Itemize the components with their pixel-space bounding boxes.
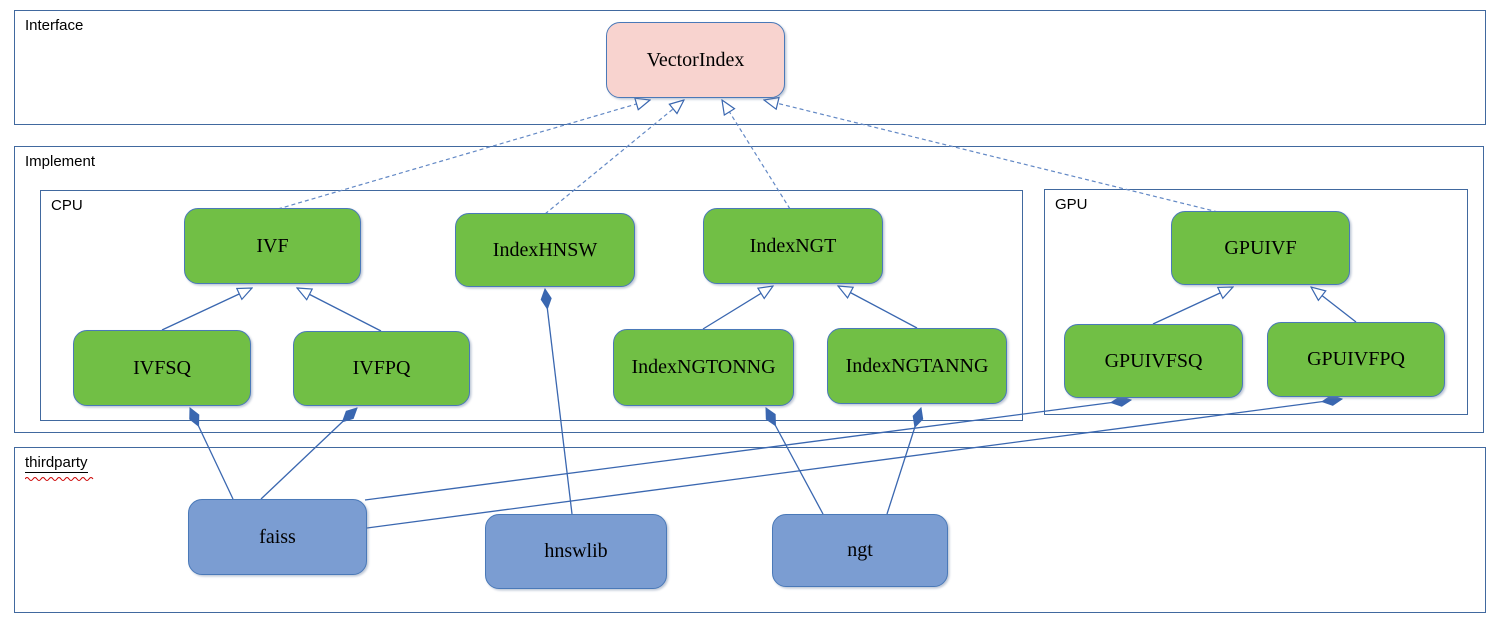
node-hnswlib-label: hnswlib [544, 540, 608, 562]
edge-generalization-gpuivfpq-gpuivf [1311, 287, 1357, 323]
node-ivfpq[interactable]: IVFPQ [293, 331, 470, 406]
edge-composition-faiss-ivfpq [260, 408, 357, 500]
node-faiss-label: faiss [259, 525, 296, 548]
node-gpuivf[interactable]: GPUIVF [1171, 211, 1350, 285]
edge-composition-faiss-gpuivfpq [366, 399, 1342, 529]
container-thirdparty[interactable]: thirdparty [14, 447, 1486, 613]
edge-realization-indexngt-vectorindex [722, 100, 791, 210]
node-ivfsq[interactable]: IVFSQ [73, 330, 251, 406]
edge-generalization-ivfpq-ivf [297, 288, 382, 332]
node-ngt[interactable]: ngt [772, 514, 948, 587]
edge-composition-ngt-indexngtonng [765, 408, 824, 515]
container-gpu-label: GPU [1055, 196, 1088, 213]
node-indexngtanng[interactable]: IndexNGTANNG [827, 328, 1007, 404]
container-gpu[interactable]: GPU [1044, 189, 1468, 415]
spellcheck-squiggle-icon [25, 477, 94, 481]
edge-realization-indexhnsw-vectorindex [544, 100, 684, 215]
container-cpu[interactable]: CPU [40, 190, 1023, 421]
node-indexngtonng-label: IndexNGTONNG [631, 356, 776, 378]
node-gpuivfpq[interactable]: GPUIVFPQ [1267, 322, 1445, 397]
edge-composition-ngt-indexngtanng [886, 408, 921, 515]
node-ngt-label: ngt [847, 539, 873, 561]
edge-generalization-gpuivfsq-gpuivf [1152, 287, 1233, 325]
node-ivf[interactable]: IVF [184, 208, 361, 284]
container-interface[interactable]: Interface [14, 10, 1486, 125]
node-indexngt-label: IndexNGT [749, 234, 837, 257]
container-cpu-label: CPU [51, 197, 83, 214]
node-vectorindex[interactable]: VectorIndex [606, 22, 785, 98]
edge-composition-hnswlib-indexhnsw [545, 289, 573, 515]
container-thirdparty-label: thirdparty [25, 454, 88, 473]
container-implement[interactable]: Implement [14, 146, 1484, 433]
node-indexngtonng[interactable]: IndexNGTONNG [613, 329, 794, 406]
node-ivfpq-label: IVFPQ [352, 357, 411, 379]
edge-generalization-indexngtonng-indexngt [702, 286, 773, 330]
edge-realization-ivf-vectorindex [277, 100, 650, 210]
node-vectorindex-label: VectorIndex [646, 48, 745, 71]
container-implement-label: Implement [25, 153, 96, 170]
edge-realization-gpuivf-vectorindex [764, 100, 1219, 213]
node-indexhnsw-label: IndexHNSW [492, 238, 598, 261]
container-interface-label: Interface [25, 17, 84, 34]
node-ivf-label: IVF [256, 234, 289, 257]
node-hnswlib[interactable]: hnswlib [485, 514, 667, 589]
edge-generalization-ivfsq-ivf [161, 288, 252, 331]
node-gpuivfpq-label: GPUIVFPQ [1307, 348, 1405, 370]
node-gpuivf-label: GPUIVF [1224, 236, 1297, 259]
edge-generalization-indexngtanng-indexngt [838, 286, 918, 329]
node-indexngt[interactable]: IndexNGT [703, 208, 883, 284]
node-indexngtanng-label: IndexNGTANNG [845, 354, 989, 377]
node-gpuivfsq-label: GPUIVFSQ [1104, 349, 1203, 372]
node-gpuivfsq[interactable]: GPUIVFSQ [1064, 324, 1243, 398]
edge-composition-faiss-gpuivfsq [364, 400, 1131, 501]
edge-composition-faiss-ivfsq [190, 408, 234, 500]
node-faiss[interactable]: faiss [188, 499, 367, 575]
node-ivfsq-label: IVFSQ [133, 356, 191, 379]
node-indexhnsw[interactable]: IndexHNSW [455, 213, 635, 287]
